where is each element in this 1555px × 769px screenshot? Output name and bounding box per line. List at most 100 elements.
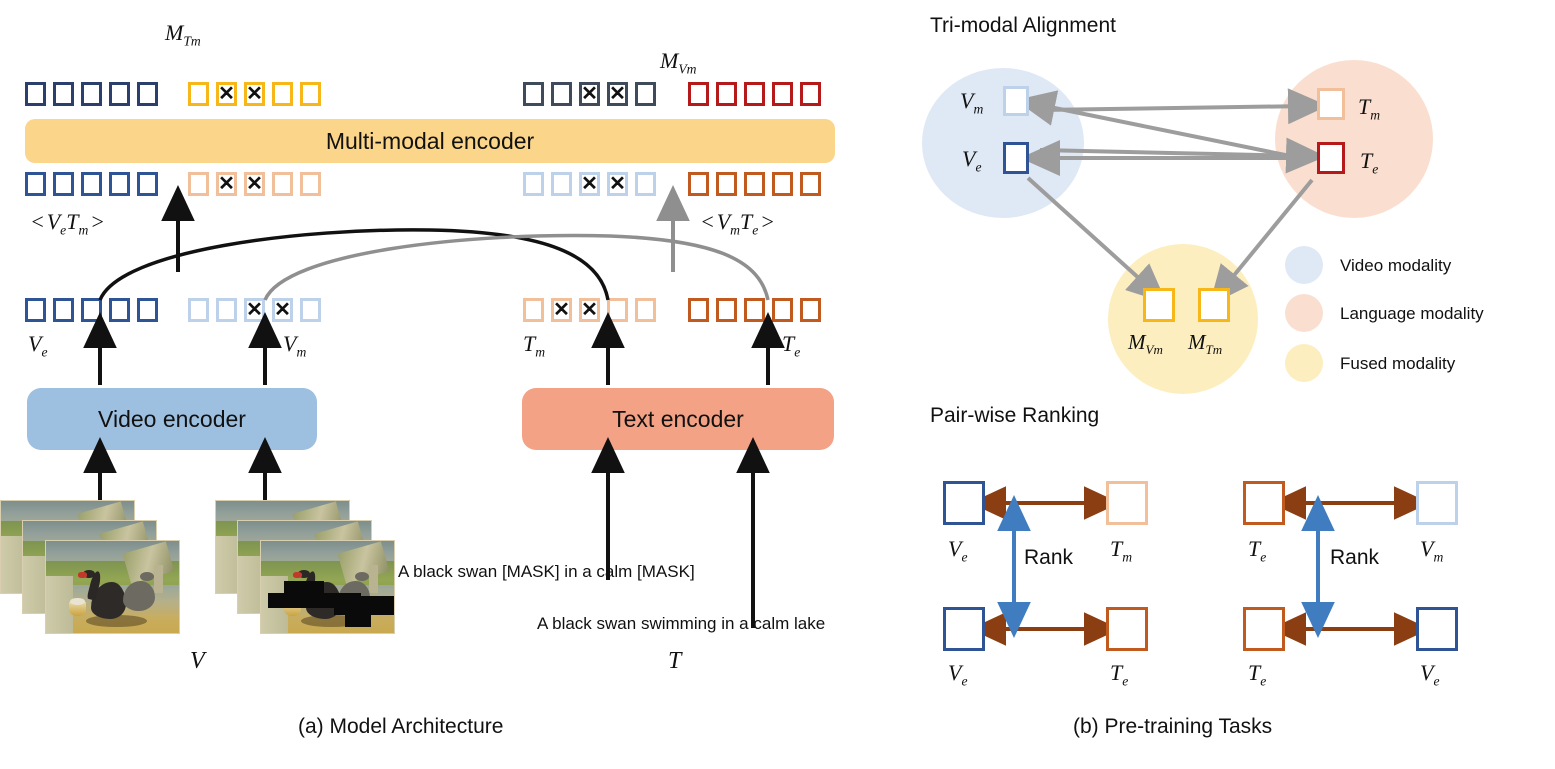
mask-patch [344,614,372,628]
token [688,172,709,196]
token [716,82,737,106]
legend-label-language: Language modality [1340,304,1484,323]
legend-label-video: Video modality [1340,256,1452,275]
tri-modal-title: Tri-modal Alignment [930,14,1116,37]
token-masked: ✕ [579,172,600,196]
token-row-ve-mid [25,172,165,196]
pairwise-left-rank-label: Rank [1024,546,1074,569]
token [716,298,737,322]
token [272,172,293,196]
token [635,298,656,322]
pairwise-left-top-left-box [943,481,985,525]
token [800,172,821,196]
token [523,172,544,196]
token [300,298,321,322]
pairwise-right-bottom-right-box [1416,607,1458,651]
token [216,298,237,322]
token [25,298,46,322]
label-m-tm: MTm [165,20,201,49]
node-label-ve: Ve [962,146,982,175]
token [300,82,321,106]
pairwise-right-top-left-label: Te [1248,536,1267,565]
multimodal-encoder-label: Multi-modal encoder [325,127,535,154]
token-row-te-mid [688,172,828,196]
video-frames-original [0,500,200,650]
token-row-te-top [688,82,828,106]
multimodal-encoder: Multi-modal encoder [25,119,835,163]
pairwise-right-rank-label: Rank [1330,546,1380,569]
pairwise-right-top-right-box [1416,481,1458,525]
pairwise-right-bottom-right-label: Ve [1420,660,1440,689]
token [551,82,572,106]
token-row-vm-mid: ✕ ✕ [523,172,663,196]
node-label-te: Te [1360,148,1379,177]
token [635,172,656,196]
token [800,298,821,322]
node-ve [1003,142,1029,174]
label-tm: Tm [523,331,546,360]
node-label-tm: Tm [1358,94,1381,123]
token [53,172,74,196]
token-row-mvm-top: ✕ ✕ [523,82,663,106]
video-frame-masked [260,540,395,634]
token [716,172,737,196]
token [81,82,102,106]
text-encoder-label: Text encoder [612,405,744,432]
label-te: Te [782,331,801,360]
node-label-mtm: MTm [1188,330,1223,358]
token [109,82,130,106]
label-m-vm: MVm [660,48,697,77]
token [300,172,321,196]
legend-label-fused: Fused modality [1340,354,1456,373]
pairwise-left-top-right-label: Tm [1110,536,1133,565]
token-row-te-out [688,298,828,322]
label-video-input: V [190,648,205,674]
token [635,82,656,106]
token [772,82,793,106]
token-masked: ✕ [216,172,237,196]
token [137,172,158,196]
token [551,172,572,196]
token-masked: ✕ [244,172,265,196]
label-text-input: T [668,648,682,674]
token-row-mtm-top: ✕ ✕ [188,82,328,106]
token [109,172,130,196]
node-mvm [1143,288,1175,322]
token [188,82,209,106]
token-row-ve-top [25,82,165,106]
label-vm: Vm [283,331,307,360]
pairwise-left-bottom-left-box [943,607,985,651]
token [53,82,74,106]
token [523,82,544,106]
label-ve: Ve [28,331,48,360]
masked-sentence: A black swan [MASK] in a calm [MASK] [398,562,695,581]
token-masked: ✕ [607,172,628,196]
legend-swatch-fused [1285,344,1323,382]
pairwise-left-top-right-box [1106,481,1148,525]
node-tm [1317,88,1345,120]
token [137,298,158,322]
token [81,172,102,196]
pairwise-left-bottom-right-box [1106,607,1148,651]
token-masked: ✕ [551,298,572,322]
token [25,172,46,196]
token [688,82,709,106]
node-vm [1003,86,1029,116]
token [744,172,765,196]
token-masked: ✕ [579,82,600,106]
pairwise-title: Pair-wise Ranking [930,404,1100,427]
pairwise-left-top-left-label: Ve [948,536,968,565]
token [744,82,765,106]
token [272,82,293,106]
token [137,82,158,106]
text-encoder: Text encoder [522,388,834,450]
pairwise-left-bottom-left-label: Ve [948,660,968,689]
token [523,298,544,322]
token [800,82,821,106]
legend-swatch-video [1285,246,1323,284]
token [53,298,74,322]
mask-patch [334,596,394,615]
token [688,298,709,322]
